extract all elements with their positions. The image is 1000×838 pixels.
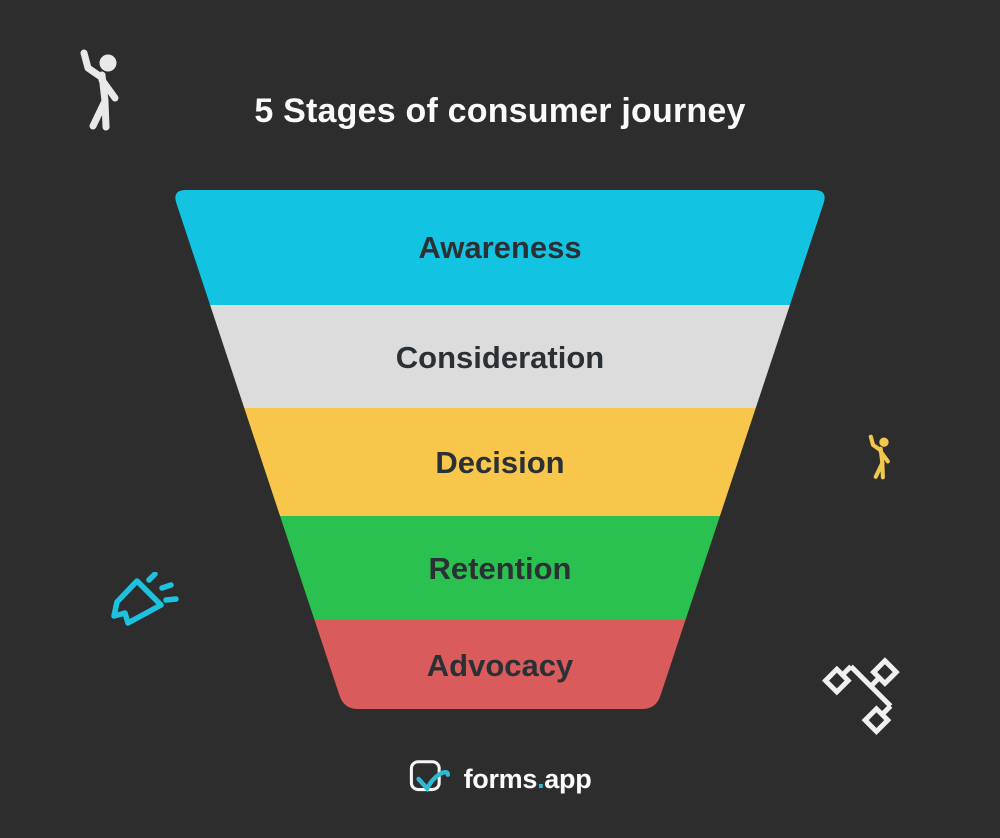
page-title: 5 Stages of consumer journey bbox=[254, 92, 746, 130]
funnel-label-consideration: Consideration bbox=[396, 340, 604, 375]
funnel-chart: Awareness Consideration Decision Retenti… bbox=[175, 190, 825, 709]
brand-text-right: app bbox=[544, 763, 592, 794]
forms-app-logo: forms . app bbox=[0, 758, 1000, 800]
funnel-band-awareness bbox=[175, 190, 825, 305]
forms-app-logo-text: forms . app bbox=[464, 764, 592, 795]
forms-app-logo-icon bbox=[409, 760, 450, 793]
megaphone-icon bbox=[104, 571, 180, 649]
megaphone-icon bbox=[111, 571, 179, 626]
consumer-journey-funnel: Awareness Consideration Decision Retenti… bbox=[170, 188, 830, 712]
forms-app-logo-check bbox=[415, 769, 450, 793]
brand-text-dot: . bbox=[537, 763, 545, 794]
funnel-label-advocacy: Advocacy bbox=[427, 648, 574, 683]
flowchart-icon bbox=[821, 657, 900, 736]
funnel-label-decision: Decision bbox=[435, 445, 564, 480]
person-raising-hand-icon bbox=[80, 49, 119, 131]
brand-text-left: forms bbox=[463, 763, 538, 794]
person-raising-hand-icon bbox=[862, 434, 895, 485]
person-raising-hand-icon bbox=[68, 48, 128, 137]
flowchart-icon bbox=[818, 652, 908, 742]
funnel-label-awareness: Awareness bbox=[418, 230, 581, 265]
funnel-band-consideration bbox=[175, 305, 825, 408]
funnel-band-decision bbox=[175, 408, 825, 516]
person-raising-hand-icon bbox=[868, 434, 890, 480]
funnel-label-retention: Retention bbox=[429, 551, 572, 586]
